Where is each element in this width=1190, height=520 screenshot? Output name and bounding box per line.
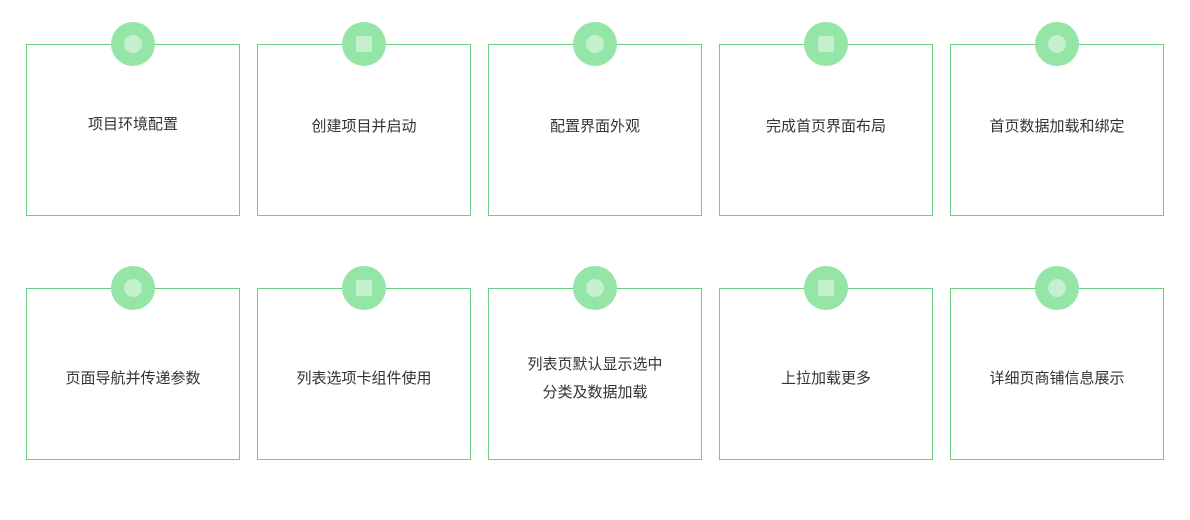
square-icon [356, 280, 372, 296]
step-badge [804, 266, 848, 310]
circle-icon [586, 35, 604, 53]
step-label-line: 分类及数据加载 [542, 383, 648, 401]
step-badge [804, 22, 848, 66]
step-label-line: 详细页商铺信息展示 [989, 369, 1125, 387]
step-card: 上拉加载更多 [719, 266, 933, 463]
step-badge [342, 266, 386, 310]
step-label: 页面导航并传递参数 [27, 293, 239, 463]
step-label-line: 项目环境配置 [87, 115, 178, 133]
circle-icon [586, 279, 604, 297]
step-label: 创建项目并启动 [258, 41, 470, 211]
step-card: 列表页默认显示选中 分类及数据加载 [488, 266, 702, 463]
step-label: 详细页商铺信息展示 [951, 293, 1163, 463]
step-badge [111, 22, 155, 66]
step-badge [573, 266, 617, 310]
step-label: 列表页默认显示选中 分类及数据加载 [489, 293, 701, 463]
square-icon [356, 36, 372, 52]
step-card: 列表选项卡组件使用 [257, 266, 471, 463]
circle-icon [124, 279, 142, 297]
step-label-line: 列表页默认显示选中 [527, 355, 663, 373]
step-badge [1035, 22, 1079, 66]
step-badge [111, 266, 155, 310]
step-label-line: 配置界面外观 [549, 117, 640, 135]
square-icon [818, 280, 834, 296]
step-card: 创建项目并启动 [257, 22, 471, 216]
step-label: 项目环境配置 [27, 39, 239, 209]
step-badge [342, 22, 386, 66]
step-label-line: 创建项目并启动 [311, 117, 417, 135]
square-icon [818, 36, 834, 52]
step-label-line: 列表选项卡组件使用 [296, 369, 432, 387]
step-label: 列表选项卡组件使用 [258, 293, 470, 463]
step-card: 详细页商铺信息展示 [950, 266, 1164, 463]
step-label: 配置界面外观 [489, 41, 701, 211]
step-label: 完成首页界面布局 [720, 41, 932, 211]
circle-icon [1048, 279, 1066, 297]
step-label-line: 完成首页界面布局 [765, 117, 886, 135]
step-badge [573, 22, 617, 66]
step-label: 首页数据加载和绑定 [951, 41, 1163, 211]
step-card: 完成首页界面布局 [719, 22, 933, 216]
step-card: 配置界面外观 [488, 22, 702, 216]
step-card: 首页数据加载和绑定 [950, 22, 1164, 216]
step-card: 页面导航并传递参数 [26, 266, 240, 463]
step-badge [1035, 266, 1079, 310]
step-label: 上拉加载更多 [720, 293, 932, 463]
step-card: 项目环境配置 [26, 22, 240, 216]
step-label-line: 首页数据加载和绑定 [989, 117, 1125, 135]
circle-icon [1048, 35, 1066, 53]
circle-icon [124, 35, 142, 53]
step-label-line: 上拉加载更多 [780, 369, 871, 387]
step-label-line: 页面导航并传递参数 [65, 369, 201, 387]
